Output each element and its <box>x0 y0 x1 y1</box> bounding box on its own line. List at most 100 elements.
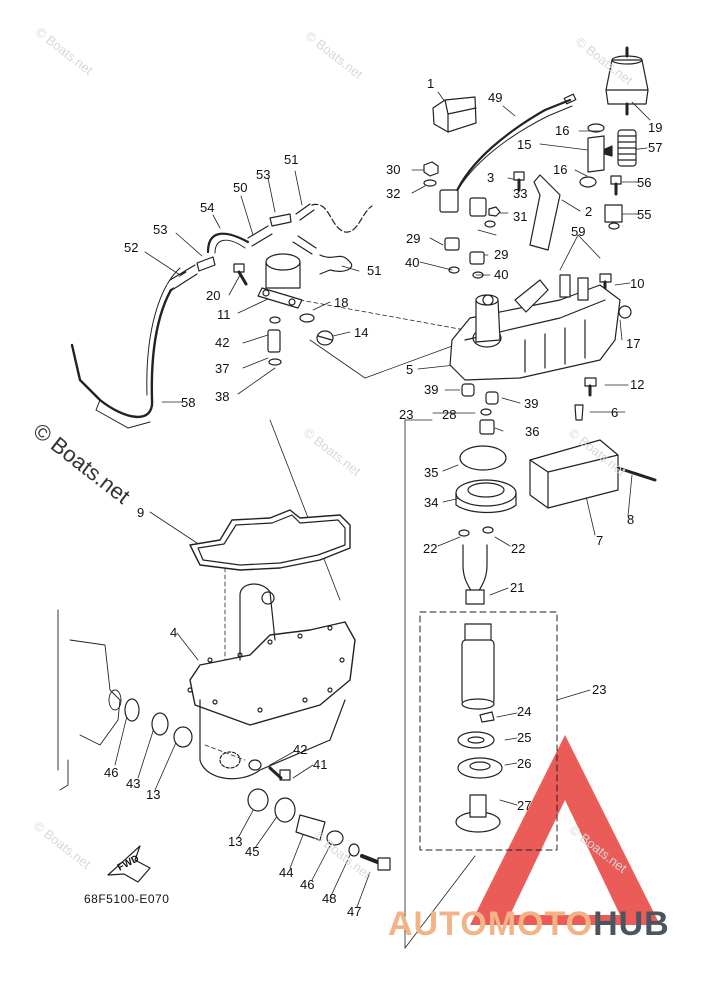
callout-52: 52 <box>124 240 139 255</box>
part-43-seal <box>151 712 169 736</box>
leader-lines <box>114 91 651 949</box>
callout-20: 20 <box>206 288 221 303</box>
callout-58: 58 <box>181 395 196 410</box>
callout-22: 22 <box>423 541 438 556</box>
callout-53: 53 <box>256 167 271 182</box>
callout-53: 53 <box>153 222 168 237</box>
part-36-collar <box>479 419 495 435</box>
callout-16: 16 <box>553 162 568 177</box>
callout-26: 26 <box>517 756 532 771</box>
callout-55: 55 <box>637 207 652 222</box>
part-29-sensors <box>439 189 501 265</box>
callout-8: 8 <box>627 512 635 527</box>
callout-36: 36 <box>525 424 540 439</box>
part-34-holder <box>455 479 517 514</box>
part-11-fuel-pump <box>257 253 303 309</box>
callout-31: 31 <box>513 209 528 224</box>
callout-11: 11 <box>217 307 231 322</box>
fuel-pump-assembly-box <box>419 611 558 851</box>
callout-35: 35 <box>424 465 439 480</box>
brand-triangle-logo <box>470 735 660 925</box>
callout-49: 49 <box>488 90 503 105</box>
callout-23: 23 <box>399 407 414 422</box>
callout-13: 13 <box>146 787 161 802</box>
part-21-fuel-hose <box>462 544 488 605</box>
part-47-bolt <box>360 854 391 871</box>
part-38-oring <box>268 358 282 366</box>
part-7-control-module <box>529 439 619 509</box>
callout-1: 1 <box>427 76 435 91</box>
callout-39: 39 <box>524 396 539 411</box>
part-26-bracket <box>457 757 503 779</box>
part-23-fuel-pump <box>461 623 495 710</box>
part-53-joints <box>196 213 292 272</box>
part-40-oring-right <box>472 271 484 279</box>
part-35-oring <box>459 445 507 471</box>
part-8-rod <box>616 466 657 482</box>
fwd-arrow-icon <box>107 845 151 883</box>
callout-40: 40 <box>494 267 509 282</box>
part-41-screw <box>268 766 291 781</box>
callout-40: 40 <box>405 255 420 270</box>
callout-56: 56 <box>637 175 652 190</box>
part-40-oring-left <box>448 266 460 274</box>
brand-logo-text: AUTOMOTOHUB <box>388 905 670 944</box>
callout-19: 19 <box>648 120 663 135</box>
callout-37: 37 <box>215 361 230 376</box>
callout-45: 45 <box>245 844 260 859</box>
callout-10: 10 <box>630 276 645 291</box>
brand-part-1: AUTOMOTO <box>388 905 594 943</box>
part-20-bolt <box>233 263 248 286</box>
callout-39: 39 <box>424 382 439 397</box>
part-24-clip <box>479 711 495 723</box>
part-25-bracket <box>457 731 495 749</box>
brand-part-2: HUB <box>593 905 670 943</box>
callout-32: 32 <box>386 186 401 201</box>
callout-4: 4 <box>170 625 178 640</box>
part-1-pad <box>432 96 477 133</box>
callout-2: 2 <box>585 204 593 219</box>
part-37-joint <box>267 329 281 353</box>
callout-51: 51 <box>284 152 299 167</box>
callout-21: 21 <box>510 580 525 595</box>
callout-24: 24 <box>517 704 532 719</box>
drawing-code: 68F5100-E070 <box>84 892 170 906</box>
engine-block-outline <box>57 609 122 791</box>
callout-59: 59 <box>571 224 586 239</box>
part-46-washer-left <box>124 698 140 722</box>
part-50-hose <box>247 225 273 247</box>
callout-5: 5 <box>406 362 414 377</box>
part-45-collar <box>274 797 296 823</box>
callout-23: 23 <box>592 682 607 697</box>
callout-57: 57 <box>648 140 663 155</box>
part-55-clamp <box>604 204 623 230</box>
part-19-fuel-filter <box>605 46 649 116</box>
callout-44: 44 <box>279 865 294 880</box>
part-22-oring-right <box>482 526 494 534</box>
callout-18: 18 <box>334 295 349 310</box>
part-9-gasket <box>189 509 351 571</box>
callout-14: 14 <box>354 325 369 340</box>
callout-42: 42 <box>215 335 230 350</box>
callout-17: 17 <box>626 336 641 351</box>
part-13-seal-lower <box>247 788 269 812</box>
callout-27: 27 <box>517 798 532 813</box>
callout-47: 47 <box>347 904 362 919</box>
callout-6: 6 <box>611 405 619 420</box>
part-3-bolt <box>513 171 525 192</box>
callout-33: 33 <box>513 186 528 201</box>
part-49-wire-harness <box>453 93 577 197</box>
part-15-hose-and-16-clips <box>579 123 605 188</box>
part-27-filter <box>455 794 501 833</box>
callout-22: 22 <box>511 541 526 556</box>
part-14-filter <box>316 330 334 346</box>
callout-28: 28 <box>442 407 457 422</box>
callout-30: 30 <box>386 162 401 177</box>
part-58-hose <box>70 267 187 429</box>
callout-3: 3 <box>487 170 495 185</box>
callout-16: 16 <box>555 123 570 138</box>
part-44-bushing <box>295 814 326 841</box>
part-42-washer <box>248 759 262 771</box>
callout-7: 7 <box>596 533 604 548</box>
